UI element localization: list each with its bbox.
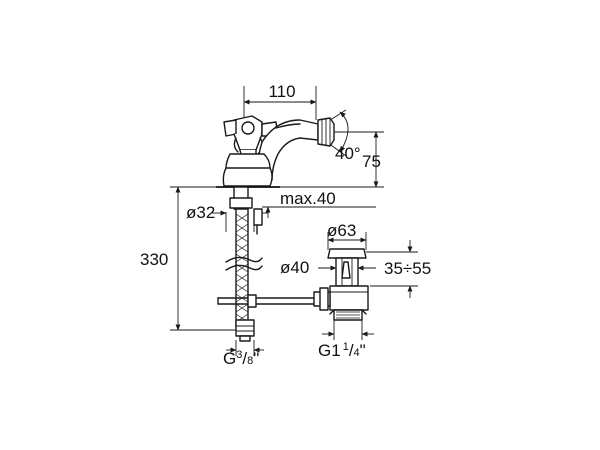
waste-body-diameter-label: ø40 xyxy=(280,258,309,277)
supply-hoses xyxy=(225,186,263,342)
supply-thread-dimension: G3/8" xyxy=(223,340,264,368)
waste-adjust-label: 35÷55 xyxy=(384,259,431,278)
popup-linkage xyxy=(217,294,315,308)
svg-text:G3/8": G3/8" xyxy=(223,349,259,368)
supply-thread-numerator: 3 xyxy=(236,349,242,361)
deck-thickness-label: max.40 xyxy=(280,189,336,208)
waste-thread-suffix: " xyxy=(360,341,366,360)
waste-thread-numerator: 1 xyxy=(343,341,349,353)
waste-adjust-dimension: 35÷55 xyxy=(366,240,431,298)
supply-thread-suffix: " xyxy=(253,349,259,368)
reach-label: 110 xyxy=(268,82,295,101)
waste-head-diameter-dimension: ø63 xyxy=(327,221,367,250)
overall-height-label: 330 xyxy=(140,250,168,269)
supply-thread-denominator: 8 xyxy=(247,355,253,367)
waste-head-diameter-label: ø63 xyxy=(327,221,356,240)
waste-thread-denominator: 4 xyxy=(354,347,360,359)
angle-label: 40° xyxy=(335,144,361,163)
mixer-body xyxy=(216,115,335,188)
svg-text:G11/4": G11/4" xyxy=(318,341,366,360)
deck-thickness-dimension: max.40 xyxy=(262,176,376,218)
waste-body-diameter-dimension: ø40 xyxy=(280,258,376,277)
hole-diameter-label: ø32 xyxy=(186,203,215,222)
reach-dimension: 110 xyxy=(243,82,317,120)
waste-thread-prefix: G1 xyxy=(318,341,341,360)
spout-height-dimension: 75 xyxy=(300,131,384,188)
spout-height-label: 75 xyxy=(362,152,381,171)
supply-thread-prefix: G xyxy=(223,349,236,368)
waste-fitting xyxy=(313,248,369,321)
